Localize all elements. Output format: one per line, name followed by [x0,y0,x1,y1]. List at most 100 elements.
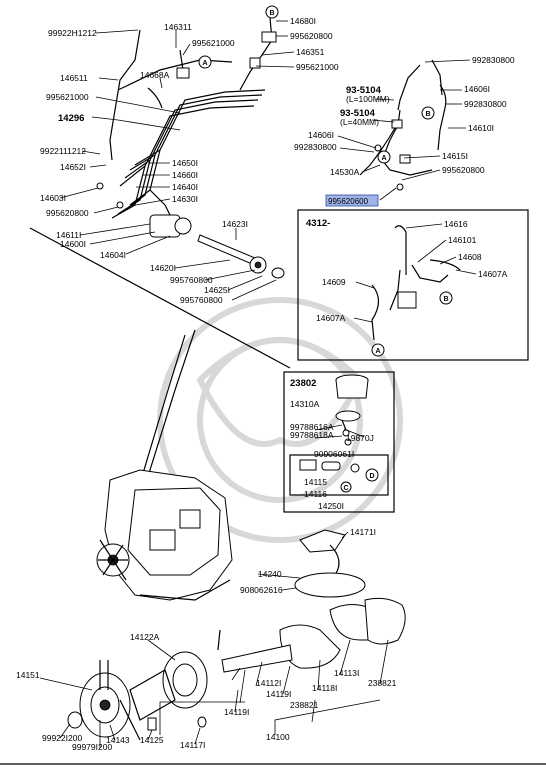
part-14640I[interactable]: 14640I [172,182,198,192]
part-99979I200[interactable]: 99979I200 [72,742,112,752]
part-14118I[interactable]: 14118I [312,683,337,693]
part-14122A[interactable]: 14122A [130,632,160,642]
part-14296[interactable]: 14296 [58,113,84,124]
part-14609[interactable]: 14609 [322,277,346,287]
marker-circles: B A B A B A D C [198,5,453,493]
part-14625I[interactable]: 14625I [204,285,230,295]
part-9922111212[interactable]: 9922111212 [40,146,86,156]
part-99788618A[interactable]: 99788618A [290,430,334,440]
part-995621000-b[interactable]: 995621000 [296,62,339,72]
part-14116[interactable]: 14116 [304,489,327,499]
part-99788616A[interactable]: 99788616A [290,422,334,432]
part-14611I[interactable]: 14611I [56,230,81,240]
inset-box-4312 [297,209,529,361]
part-14310A[interactable]: 14310A [290,399,320,409]
part-992830800-a[interactable]: 992830800 [472,55,515,65]
part-99922H1212[interactable]: 99922H1212 [48,28,97,38]
part-14607A[interactable]: 14607A [478,269,508,279]
inset-box-oil-parts [283,371,395,513]
part-14112I[interactable]: 14112I [256,678,281,688]
part-14608[interactable]: 14608 [458,252,482,262]
part-14668A[interactable]: 14668A [140,70,170,80]
part-14151[interactable]: 14151 [16,670,40,680]
part-14115[interactable]: 14115 [304,477,327,487]
part-995620800-a[interactable]: 995620800 [290,31,333,41]
part-19870J[interactable]: 19870J [346,433,374,443]
marker-c: C [343,485,348,492]
part-14600I[interactable]: 14600I [60,239,86,249]
part-146311[interactable]: 146311 [164,22,192,32]
inset-4312-hoses [353,223,477,341]
part-14620I[interactable]: 14620I [150,263,176,273]
part-90906061I[interactable]: 90906061I [314,449,354,459]
part-995760800-a[interactable]: 995760800 [170,275,213,285]
injection-pipe-group [96,17,277,238]
part-14652I[interactable]: 14652I [60,162,86,172]
oil-parts-details [289,374,389,496]
part-99922I200[interactable]: 99922I200 [42,733,82,743]
part-995760800-b[interactable]: 995760800 [180,295,223,305]
leader-lines-bottom [39,639,389,748]
part-14250I[interactable]: 14250I [318,501,344,511]
part-14606I-a[interactable]: 14606I [464,84,490,94]
part-14660I[interactable]: 14660I [172,170,198,180]
part-14119I-b[interactable]: 14119I [224,707,249,717]
marker-a-left: A [202,60,207,67]
part-992830800-c[interactable]: 992830800 [294,142,337,152]
fuel-line-group-upper-right [337,59,471,201]
part-14125[interactable]: 14125 [140,735,164,745]
part-995620800-b[interactable]: 995620800 [46,208,89,218]
part-4312[interactable]: 4312- [306,218,330,229]
part-93-5104-b[interactable]: 93-5104 [340,108,376,119]
marker-b-right: B [425,111,430,118]
part-14117I[interactable]: 14117I [180,740,205,750]
part-labels: 99922H1212 146311 995621000 14680I 99562… [16,16,515,752]
marker-a-right: A [381,155,386,162]
part-14630I[interactable]: 14630I [172,194,198,204]
part-14607A-b[interactable]: 14607A [316,313,346,323]
part-14171I[interactable]: 14171I [350,527,376,537]
highlighted-part-995620600[interactable]: 995620600 [325,194,379,207]
part-146101[interactable]: 146101 [448,235,477,245]
part-14610I[interactable]: 14610I [468,123,494,133]
part-14530A[interactable]: 14530A [330,167,360,177]
part-14604I[interactable]: 14604I [100,250,126,260]
part-length-40mm[interactable]: (L=40MM) [340,117,379,127]
part-14113I[interactable]: 14113I [334,668,359,678]
part-908062616[interactable]: 908062616 [240,585,283,595]
part-14623I[interactable]: 14623I [222,219,248,229]
part-14615I[interactable]: 14615I [442,151,468,161]
part-995621000-a[interactable]: 995621000 [192,38,235,48]
part-14616[interactable]: 14616 [444,219,468,229]
part-995620800-c[interactable]: 995620800 [442,165,485,175]
watermark-crest [157,297,403,543]
section-boundary-line [29,227,291,369]
part-14603I[interactable]: 14603I [40,193,66,203]
part-995621000-c[interactable]: 995621000 [46,92,89,102]
part-146351[interactable]: 146351 [296,47,325,57]
part-238821-a[interactable]: 238821 [368,678,397,688]
highlighted-part-label[interactable]: 995620600 [328,197,369,206]
marker-b-inset: B [443,296,448,303]
part-length-100mm[interactable]: (L=100MM) [346,94,390,104]
oil-strainer-part [257,529,366,598]
leader-lines-upper-left [59,20,295,255]
drive-shaft-part [174,234,285,301]
part-14240[interactable]: 14240 [258,569,282,579]
part-238821-b[interactable]: 238821 [290,700,319,710]
part-93-5104-a[interactable]: 93-5104 [346,85,382,96]
part-23802[interactable]: 23802 [290,378,316,389]
part-14143[interactable]: 14143 [106,735,130,745]
marker-b-top: B [269,10,274,17]
marker-d: D [369,473,374,480]
part-14680I[interactable]: 14680I [290,16,316,26]
part-14100[interactable]: 14100 [266,732,290,742]
part-14650I[interactable]: 14650I [172,158,198,168]
part-14606I-b[interactable]: 14606I [308,130,334,140]
part-146511[interactable]: 146511 [60,73,88,83]
part-992830800-b[interactable]: 992830800 [464,99,507,109]
engine-block-illustration [96,329,233,601]
crankshaft-assembly [67,597,406,741]
part-14119I[interactable]: 14119I [266,689,291,699]
